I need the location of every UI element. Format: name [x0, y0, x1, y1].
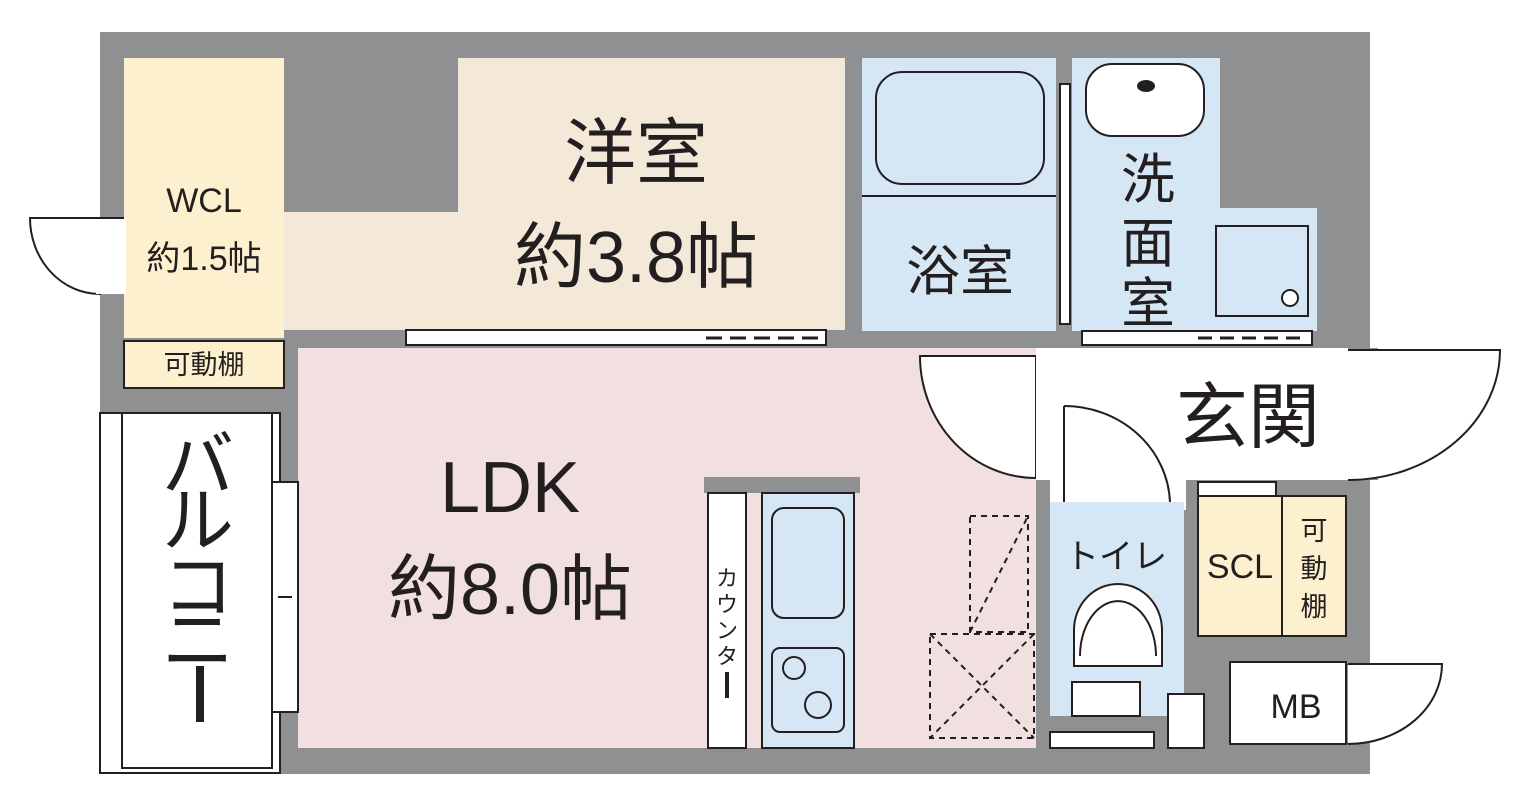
burner-icon: [804, 691, 832, 719]
stove-icon: [771, 647, 845, 733]
scl-room: [1197, 495, 1283, 637]
balcony-name-2: ル: [162, 482, 234, 562]
small-box: [1167, 693, 1205, 749]
ldk-size: 約8.0帖: [388, 550, 632, 630]
western-room: [284, 58, 845, 330]
washer-drain-icon: [1281, 289, 1299, 307]
toilet-name: トイレ: [1065, 538, 1167, 576]
washbasin-icon: [1085, 63, 1205, 137]
scl-shelf-2: 動: [1301, 554, 1328, 584]
scl-name: SCL: [1207, 548, 1273, 586]
bathtub-icon: [875, 71, 1045, 185]
mb-label: MB: [1271, 688, 1322, 726]
scl-door: [1197, 481, 1277, 497]
wcl-name: WCL: [166, 182, 242, 220]
wcl-size: 約1.5帖: [146, 240, 261, 278]
western-sliding-door: [405, 329, 827, 346]
counter: [707, 492, 747, 749]
washroom-door: [1081, 330, 1313, 346]
fridge-space: [929, 633, 1035, 739]
scl-shelf-3: 棚: [1301, 592, 1328, 622]
ldk-name: LDK: [440, 448, 580, 528]
ldk-room: [298, 348, 1036, 748]
entrance-hall: [1036, 348, 1350, 480]
bath-door: [1059, 83, 1071, 325]
toilet-seat-icon: [1079, 600, 1157, 657]
wcl-shelf-label: 可動棚: [164, 350, 245, 380]
wcl-door-swing: [28, 217, 101, 296]
wcl-room: [124, 58, 284, 338]
bath-name: 浴室: [906, 242, 1014, 302]
washroom-name-1: 洗: [1121, 150, 1175, 210]
balcony-name-1: バ: [162, 426, 234, 506]
fridge-diag: [929, 633, 1035, 739]
toilet-bowl-icon: [1073, 583, 1163, 667]
toilet-tank-icon: [1071, 681, 1141, 717]
toilet-sill: [1049, 731, 1155, 749]
burner-icon: [782, 656, 806, 680]
counter-dash: [725, 672, 729, 698]
balcony-name-3: コ: [162, 548, 234, 628]
entrance-name: 玄関: [1176, 378, 1320, 458]
entrance-door-swing: [1347, 349, 1502, 481]
toilet-door-swing: [1063, 404, 1171, 503]
kitchen-top: [704, 477, 860, 493]
balcony-dash: [196, 666, 204, 722]
counter-1: カ: [716, 566, 738, 591]
fridge-diag: [929, 633, 1035, 739]
wcl-shelf: [123, 340, 285, 389]
counter-2: ウ: [716, 592, 738, 617]
appliance-space: [969, 515, 1029, 633]
wcl-door-gap: [96, 218, 126, 294]
drain-icon: [1137, 80, 1155, 92]
counter-4: タ: [716, 644, 738, 669]
mb-room: [1229, 661, 1347, 745]
western-size: 約3.8帖: [514, 218, 758, 298]
ldk-door-swing: [918, 355, 1037, 480]
mb-door-line: [1347, 663, 1444, 745]
counter-3: ン: [716, 618, 738, 643]
western-name: 洋室: [564, 114, 708, 194]
washroom-name-2: 面: [1121, 214, 1175, 274]
sink-icon: [771, 507, 845, 619]
washroom-name-3: 室: [1121, 274, 1175, 334]
scl-shelf: [1281, 495, 1347, 637]
scl-shelf-1: 可: [1301, 516, 1328, 546]
